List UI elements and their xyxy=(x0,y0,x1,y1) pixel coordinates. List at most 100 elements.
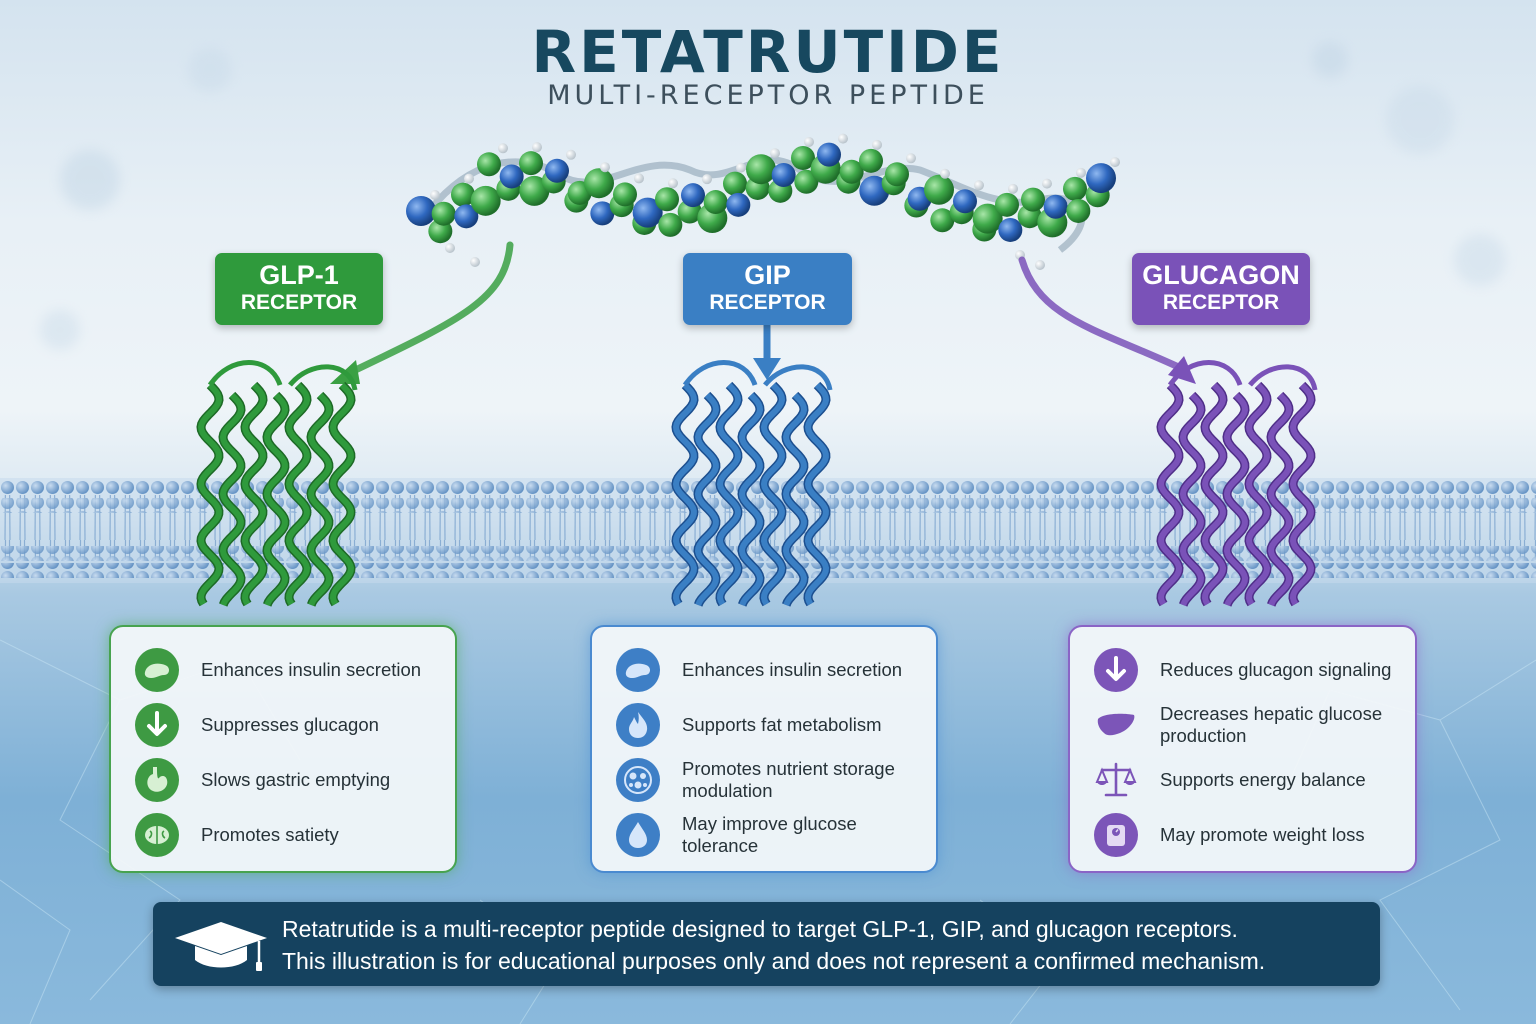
receptor-helix xyxy=(738,392,764,607)
list-item: May promote weight loss xyxy=(1094,813,1405,857)
hydrogen-atom xyxy=(940,168,950,179)
arrow-down-icon xyxy=(1094,648,1138,692)
peptide-atom xyxy=(930,208,955,233)
cells-icon xyxy=(616,758,660,802)
list-item: Reduces glucagon signaling xyxy=(1094,648,1405,692)
hydrogen-atom xyxy=(1076,167,1086,178)
hydrogen-atom xyxy=(702,174,712,185)
hydrogen-atom xyxy=(430,190,440,200)
glp1-receptor-label: GLP-1 RECEPTOR xyxy=(215,253,383,325)
receptor-helices xyxy=(196,360,1318,607)
list-item: Enhances insulin secretion xyxy=(135,648,445,692)
hydrogen-atom xyxy=(566,149,576,160)
gip-label-name: GIP xyxy=(744,260,791,290)
peptide-atom xyxy=(998,217,1023,242)
effect-text: Supports energy balance xyxy=(1160,769,1366,790)
gip-label-sub: RECEPTOR xyxy=(709,291,826,314)
hydrogen-atom xyxy=(532,142,542,153)
hydrogen-atom xyxy=(1110,157,1120,168)
receptor-helix xyxy=(1223,392,1249,607)
peptide-atom xyxy=(658,212,683,237)
pancreas-icon xyxy=(616,648,660,692)
hydrogen-atom xyxy=(838,133,848,144)
peptide-atom xyxy=(839,159,864,184)
effect-text: May promote weight loss xyxy=(1160,824,1365,845)
disclaimer-text: Retatrutide is a multi-receptor peptide … xyxy=(282,913,1370,977)
peptide-atom xyxy=(746,154,776,185)
peptide-atom xyxy=(590,201,615,226)
receptor-helix xyxy=(1267,392,1293,607)
peptide-molecule xyxy=(406,133,1120,270)
peptide-atom xyxy=(703,190,728,215)
peptide-atom xyxy=(817,142,841,167)
receptor-helix xyxy=(1179,392,1205,607)
droplet-icon xyxy=(616,813,660,857)
stomach-icon xyxy=(135,758,179,802)
receptor-helix xyxy=(1245,382,1271,606)
glucagon-effects-panel: Reduces glucagon signaling Decreases hep… xyxy=(1068,625,1417,873)
effect-text: Reduces glucagon signaling xyxy=(1160,659,1392,680)
bokeh-background xyxy=(40,42,1506,350)
peptide-atom xyxy=(454,204,479,229)
receptor-helix xyxy=(307,392,333,607)
page-subtitle: MULTI-RECEPTOR PEPTIDE xyxy=(547,80,989,111)
effect-text: Suppresses glucagon xyxy=(201,714,379,735)
peptide-atom xyxy=(613,182,637,207)
hydrogen-atom xyxy=(464,173,474,184)
hydrogen-atom xyxy=(872,139,882,150)
hydrogen-atom xyxy=(498,143,508,154)
page-title: RETATRUTIDE xyxy=(531,18,1005,86)
hydrogen-atom xyxy=(1008,183,1018,194)
hydrogen-atom xyxy=(1042,178,1052,189)
peptide-atom xyxy=(477,152,501,177)
effect-text: Promotes nutrient storage modulation xyxy=(682,758,895,801)
peptide-atom xyxy=(924,174,954,205)
effect-text: Enhances insulin secretion xyxy=(201,659,422,680)
effect-text: Promotes satiety xyxy=(201,824,339,845)
list-item: Enhances insulin secretion xyxy=(616,648,926,692)
peptide-atom xyxy=(791,145,815,170)
effect-text: May improve glucose tolerance xyxy=(682,813,857,856)
receptor-helix xyxy=(1289,382,1315,606)
hydrogen-atom xyxy=(906,153,916,164)
pancreas-icon xyxy=(135,648,179,692)
scale-balance-icon xyxy=(1094,758,1138,802)
effect-text: Supports fat metabolism xyxy=(682,714,882,735)
glp1-effects-panel: Enhances insulin secretion Suppresses gl… xyxy=(109,625,457,873)
disclaimer-banner: Retatrutide is a multi-receptor peptide … xyxy=(153,902,1380,986)
list-item: Promotes nutrient storage modulation xyxy=(616,758,926,802)
effect-text: Slows gastric emptying xyxy=(201,769,391,790)
receptor-loop xyxy=(1167,360,1318,391)
brain-icon xyxy=(135,813,179,857)
gip-receptor-label: GIP RECEPTOR xyxy=(683,253,852,325)
receptor-loop xyxy=(682,360,833,391)
receptor-helix xyxy=(804,382,830,606)
flame-icon xyxy=(616,703,660,747)
list-item: Suppresses glucagon xyxy=(135,703,445,747)
list-item: Supports energy balance xyxy=(1094,758,1405,802)
receptor-helix xyxy=(197,382,223,606)
receptor-helix xyxy=(285,382,311,606)
hydrogen-atom xyxy=(470,257,480,267)
hydrogen-atom xyxy=(804,136,814,147)
arrow-down-icon xyxy=(135,703,179,747)
glucagon-label-sub: RECEPTOR xyxy=(1162,291,1280,314)
graduation-cap-icon xyxy=(175,922,267,971)
peptide-atom xyxy=(1063,176,1087,201)
list-item: Decreases hepatic glucose production xyxy=(1094,703,1405,747)
receptor-helix xyxy=(672,382,698,606)
glp1-label-sub: RECEPTOR xyxy=(240,291,358,314)
peptide-atom xyxy=(1086,163,1116,194)
receptor-helix xyxy=(716,382,742,606)
peptide-atom xyxy=(859,148,883,173)
hydrogen-atom xyxy=(445,243,455,253)
hydrogen-atom xyxy=(1035,260,1045,270)
list-item: Slows gastric emptying xyxy=(135,758,445,802)
peptide-atom xyxy=(953,189,977,214)
peptide-atom xyxy=(451,182,475,207)
peptide-atom xyxy=(470,185,501,216)
peptide-atom xyxy=(431,201,456,226)
peptide-atom xyxy=(771,163,796,188)
